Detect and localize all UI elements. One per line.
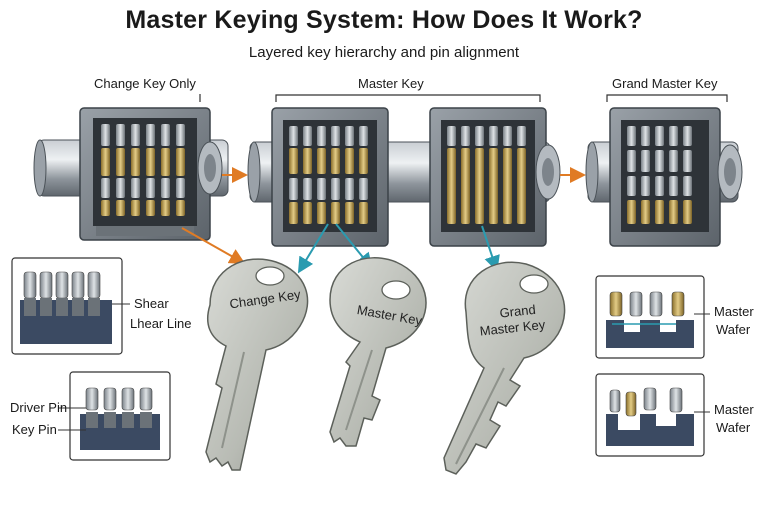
master-key: Master Key bbox=[329, 257, 427, 447]
inset-label-shear-line: Lhear Line bbox=[130, 316, 192, 331]
grand-master-key-label-2: Master Key bbox=[479, 317, 546, 339]
inset-driver-key-pin bbox=[58, 371, 171, 461]
grand-master-key-label-1: Grand bbox=[499, 302, 537, 321]
section-label-master-key: Master Key bbox=[358, 76, 424, 91]
arrow-to-master-key-left bbox=[297, 223, 329, 274]
inset-label-key-pin: Key Pin bbox=[12, 422, 57, 437]
inset-label-master-wafer-bottom-2: Wafer bbox=[716, 420, 751, 435]
section-label-grand-master-key: Grand Master Key bbox=[612, 76, 718, 91]
pin-stack-change-key bbox=[101, 124, 185, 216]
inset-master-wafer-top bbox=[595, 275, 710, 359]
inset-label-shear: Shear bbox=[134, 296, 169, 311]
pin-stack-master-key-left bbox=[289, 126, 368, 224]
bracket-master-key bbox=[275, 94, 541, 102]
inset-label-master-wafer-top-2: Wafer bbox=[716, 322, 751, 337]
grand-master-key: Grand Master Key bbox=[443, 261, 566, 475]
inset-label-master-wafer-bottom-1: Master bbox=[714, 402, 754, 417]
pin-stack-master-key-right bbox=[447, 126, 526, 224]
pin-stack-grand-master-key bbox=[627, 126, 692, 224]
inset-shear-line bbox=[11, 257, 130, 355]
bracket-grand-master-key bbox=[606, 94, 728, 102]
inset-label-driver-pin: Driver Pin bbox=[10, 400, 68, 415]
inset-master-wafer-bottom bbox=[595, 373, 710, 457]
arrow-to-grand-master-key bbox=[481, 225, 500, 272]
page-subtitle: Layered key hierarchy and pin alignment bbox=[248, 44, 520, 61]
change-key: Change Key bbox=[205, 258, 309, 471]
section-label-change-key-only: Change Key Only bbox=[94, 76, 196, 91]
arrow-to-change-key bbox=[181, 227, 246, 264]
page-title: Master Keying System: How Does It Work? bbox=[125, 6, 643, 34]
inset-label-master-wafer-top-1: Master bbox=[714, 304, 754, 319]
